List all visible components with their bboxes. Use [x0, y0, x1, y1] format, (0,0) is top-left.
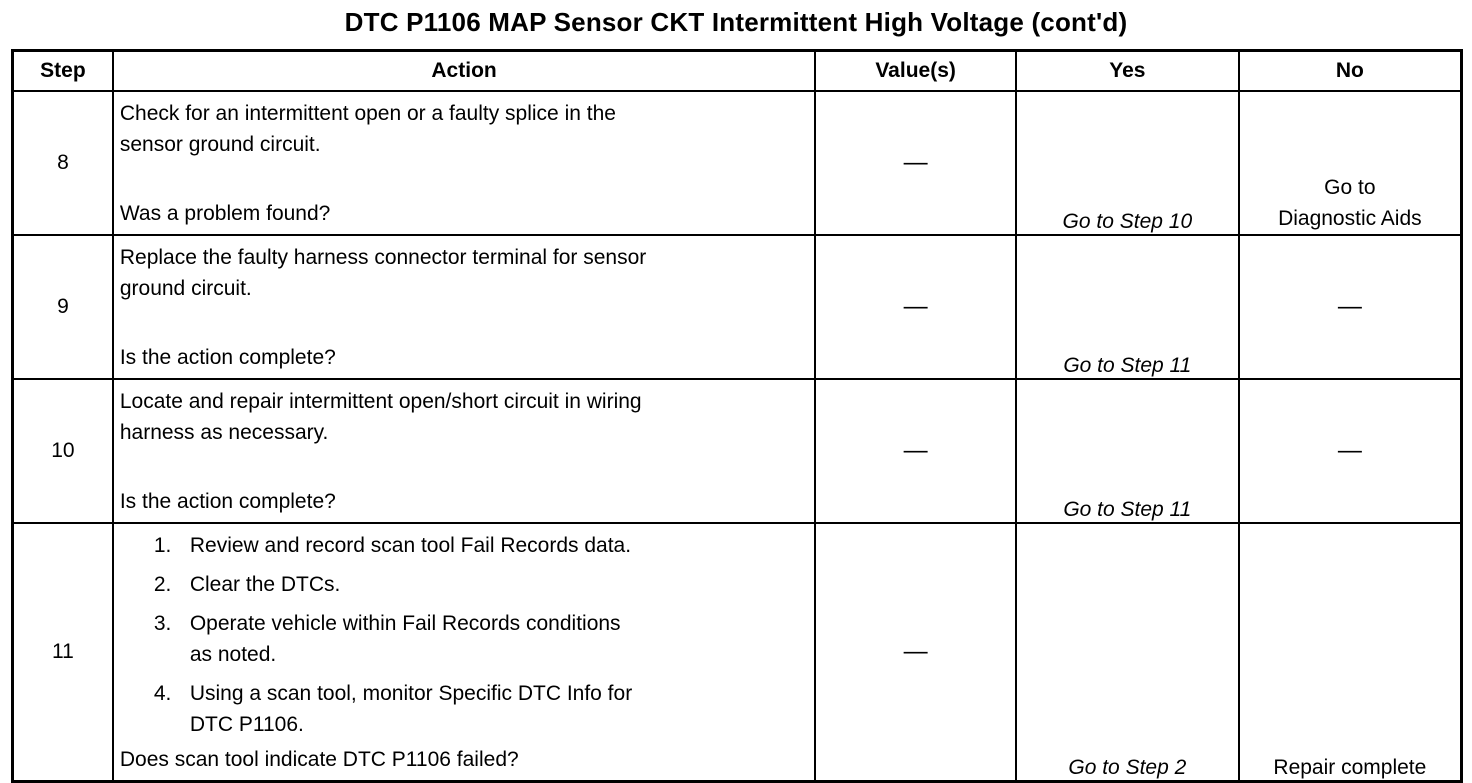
action-question: Is the action complete?: [119, 346, 336, 369]
step-number: 9: [11, 234, 114, 380]
action-question: Does scan tool indicate DTC P1106 failed…: [119, 748, 519, 771]
step-number: 10: [11, 378, 114, 524]
value-cell: —: [814, 90, 1017, 236]
no-cell: Repair complete: [1237, 522, 1463, 783]
action-question: Was a problem found?: [119, 202, 331, 225]
substep-list: 1. Review and record scan tool Fail Reco…: [120, 530, 808, 740]
step-number: 8: [11, 90, 114, 236]
substep-line: Using a scan tool, monitor Specific DTC …: [189, 682, 633, 705]
substep-number: 1.: [153, 534, 172, 557]
diagnostic-table: Step Action Value(s) Yes No 8 Check for …: [11, 49, 1463, 783]
substep-number: 3.: [153, 612, 172, 635]
step-number: 11: [11, 522, 114, 783]
no-line: Diagnostic Aids: [1278, 207, 1422, 230]
action-line: sensor ground circuit.: [119, 133, 321, 156]
action-line: Check for an intermittent open or a faul…: [119, 102, 616, 125]
no-cell: —: [1237, 234, 1463, 380]
substep-number: 2.: [153, 573, 172, 596]
substep-line: Review and record scan tool Fail Records…: [189, 534, 632, 557]
page-title: DTC P1106 MAP Sensor CKT Intermittent Hi…: [344, 7, 1128, 37]
action-question: Is the action complete?: [119, 490, 336, 513]
substep-text: Review and record scan tool Fail Records…: [190, 530, 808, 561]
action-cell: Check for an intermittent open or a faul…: [111, 90, 817, 236]
action-cell: Locate and repair intermittent open/shor…: [111, 378, 817, 524]
substep-number: 4.: [153, 682, 172, 705]
value-cell: —: [814, 522, 1017, 783]
yes-cell: Go to Step 2: [1014, 522, 1240, 783]
substep-line: as noted.: [189, 643, 277, 666]
yes-cell: Go to Step 11: [1014, 234, 1240, 380]
substep-text: Clear the DTCs.: [190, 569, 808, 600]
table-row: 10 Locate and repair intermittent open/s…: [11, 378, 1463, 524]
value-cell: —: [814, 378, 1017, 524]
list-item: 4. Using a scan tool, monitor Specific D…: [154, 678, 808, 740]
no-cell: —: [1237, 378, 1463, 524]
substep-text: Operate vehicle within Fail Records cond…: [190, 608, 808, 670]
yes-cell: Go to Step 10: [1014, 90, 1240, 236]
header-row: Step Action Value(s) Yes No: [11, 49, 1463, 92]
list-item: 2. Clear the DTCs.: [154, 569, 808, 600]
action-line: Replace the faulty harness connector ter…: [119, 246, 647, 269]
substep-line: DTC P1106.: [189, 713, 304, 736]
value-cell: —: [814, 234, 1017, 380]
no-cell: Go to Diagnostic Aids: [1237, 90, 1463, 236]
substep-line: Operate vehicle within Fail Records cond…: [189, 612, 621, 635]
action-line: ground circuit.: [119, 277, 252, 300]
header-values: Value(s): [814, 49, 1017, 92]
table-row: 11 1. Review and record scan tool Fail R…: [11, 522, 1463, 783]
header-yes: Yes: [1014, 49, 1240, 92]
action-line: harness as necessary.: [119, 421, 329, 444]
no-line: Go to: [1324, 176, 1376, 199]
action-line: Locate and repair intermittent open/shor…: [119, 390, 642, 413]
list-item: 3. Operate vehicle within Fail Records c…: [154, 608, 808, 670]
list-item: 1. Review and record scan tool Fail Reco…: [154, 530, 808, 561]
table-row: 9 Replace the faulty harness connector t…: [11, 234, 1463, 380]
substep-line: Clear the DTCs.: [189, 573, 341, 596]
yes-cell: Go to Step 11: [1014, 378, 1240, 524]
table-row: 8 Check for an intermittent open or a fa…: [11, 90, 1463, 236]
header-step: Step: [11, 49, 114, 92]
header-action: Action: [111, 49, 817, 92]
action-cell: Replace the faulty harness connector ter…: [111, 234, 817, 380]
substep-text: Using a scan tool, monitor Specific DTC …: [190, 678, 808, 740]
action-cell: 1. Review and record scan tool Fail Reco…: [111, 522, 817, 783]
header-no: No: [1237, 49, 1463, 92]
